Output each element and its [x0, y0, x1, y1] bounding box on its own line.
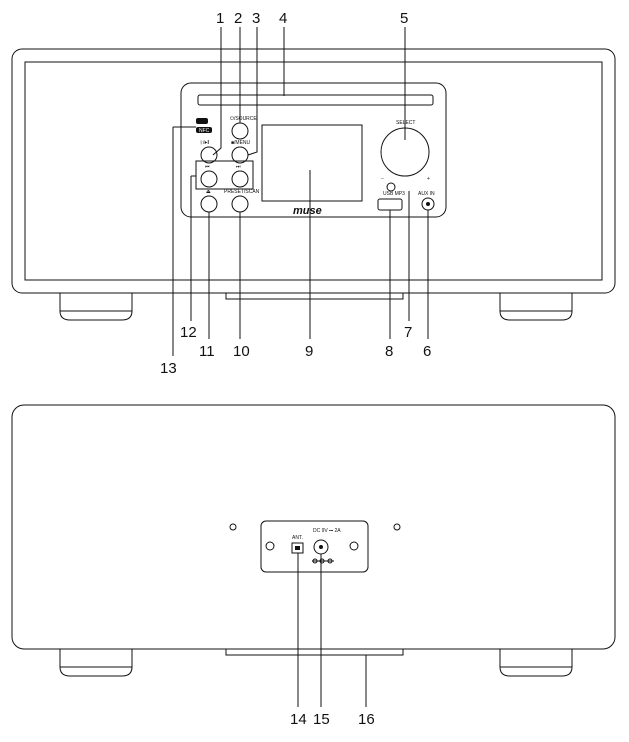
callout-16: 16 — [358, 711, 375, 728]
screw-hole-right — [393, 523, 401, 531]
front-view: ⏻/SOURCE ᛒ/▶‖ ■/MENU ⏮ ⏭ ⏏ PRESET/SCAN N… — [11, 48, 616, 321]
callout-9: 9 — [305, 343, 313, 360]
callout-13: 13 — [160, 360, 177, 377]
aux-label: AUX IN — [418, 191, 435, 197]
brand-logo: muse — [293, 205, 322, 217]
front-speaker-grille — [24, 61, 603, 281]
plate-screw-right — [349, 541, 359, 551]
power-source-button[interactable] — [231, 122, 249, 140]
plate-screw-left — [265, 541, 275, 551]
cd-slot — [197, 94, 434, 106]
usb-icon — [386, 182, 396, 192]
preset-scan-button[interactable] — [231, 195, 249, 213]
plus-label: + — [427, 176, 430, 182]
front-cabinet-outline — [11, 48, 616, 294]
usb-label: USB MP3 — [383, 191, 405, 197]
bt-play-button[interactable] — [200, 146, 218, 164]
front-base-plate — [225, 293, 404, 300]
front-right-foot — [499, 293, 573, 321]
callout-1: 1 — [216, 10, 224, 27]
callout-8: 8 — [385, 343, 393, 360]
eject-label: ⏏ — [206, 189, 211, 195]
nfc-badge — [196, 127, 212, 133]
callout-7: 7 — [404, 324, 412, 341]
rear-connector-plate — [260, 520, 369, 573]
rear-right-foot — [499, 649, 573, 677]
bt-play-label: ᛒ/▶‖ — [200, 140, 209, 146]
prev-label: ⏮ — [205, 164, 210, 170]
usb-port[interactable] — [377, 198, 403, 211]
callout-3: 3 — [252, 10, 260, 27]
callout-15: 15 — [313, 711, 330, 728]
callout-14: 14 — [290, 711, 307, 728]
nfc-label: NFC — [199, 128, 210, 134]
preset-scan-label: PRESET/SCAN — [224, 189, 260, 195]
rear-base-plate — [225, 649, 404, 656]
callout-10: 10 — [233, 343, 250, 360]
next-label: ⏭ — [236, 164, 241, 170]
rear-view: ANT. DC 9V ⎓ 2A — [11, 404, 616, 677]
nfc-icon — [196, 118, 208, 124]
prev-button[interactable] — [200, 170, 218, 188]
front-left-foot — [59, 293, 133, 321]
control-panel — [180, 82, 447, 218]
rear-callouts: 14 15 16 — [290, 553, 375, 728]
dc-in-label: DC 9V ⎓ 2A — [313, 528, 341, 534]
antenna-label: ANT. — [292, 535, 303, 541]
callout-12: 12 — [180, 324, 197, 341]
callout-2: 2 — [234, 10, 242, 27]
screw-hole-left — [229, 523, 237, 531]
eject-button[interactable] — [200, 195, 218, 213]
callout-6: 6 — [423, 343, 431, 360]
callout-5: 5 — [400, 10, 408, 27]
callout-4: 4 — [279, 10, 287, 27]
select-label: SELECT — [396, 120, 415, 126]
rear-left-foot — [59, 649, 133, 677]
lcd-display — [261, 124, 363, 202]
callout-11: 11 — [199, 343, 215, 360]
front-callouts: 1 2 3 4 5 6 7 8 9 10 11 12 13 — [160, 10, 431, 377]
prev-next-bracket — [195, 160, 254, 190]
rear-cabinet-outline — [11, 404, 616, 650]
power-source-label: ⏻/SOURCE — [230, 116, 257, 122]
minus-label: − — [381, 176, 384, 182]
stop-menu-label: ■/MENU — [231, 140, 251, 146]
next-button[interactable] — [231, 170, 249, 188]
